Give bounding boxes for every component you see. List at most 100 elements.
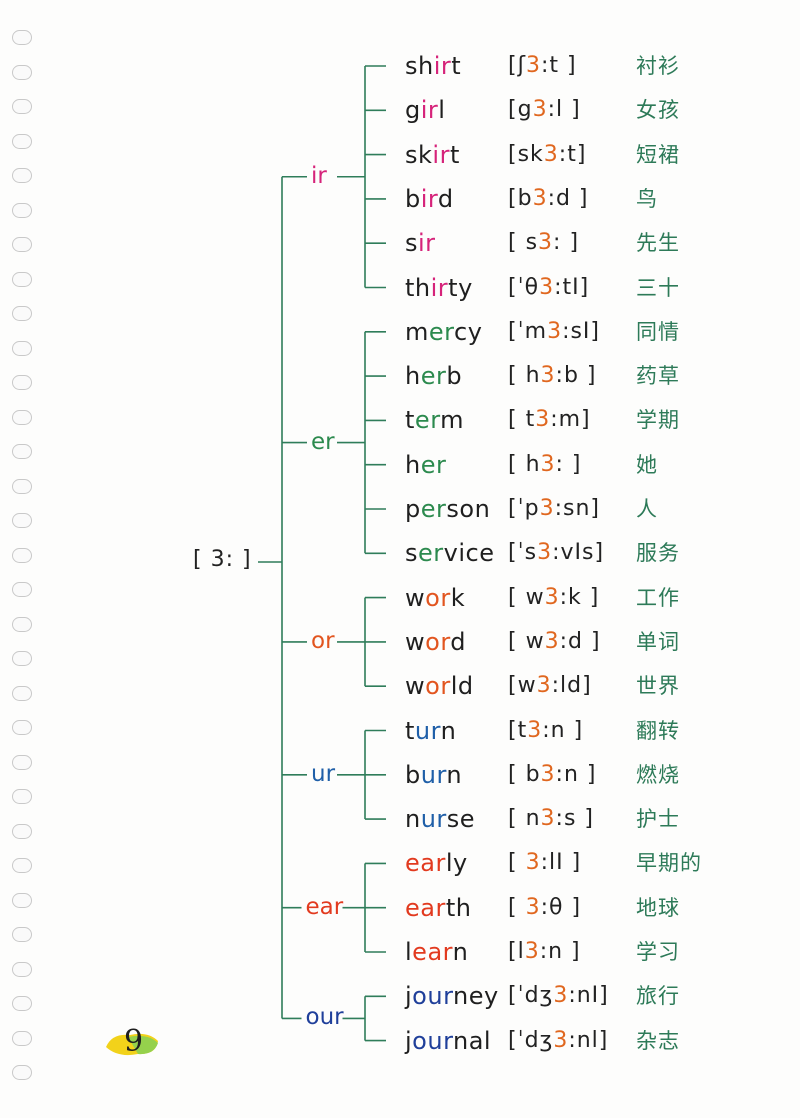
phonetic-part: :nl] <box>568 1027 609 1053</box>
phonetic-part: [ˈdʒ <box>508 983 554 1009</box>
phonetic-part: :d ] <box>547 185 589 211</box>
chinese-meaning: 旅行 <box>636 984 680 1009</box>
group-label-our: our <box>305 1004 344 1031</box>
phonetic-part: :lI ] <box>540 850 582 876</box>
word: work <box>405 583 465 613</box>
word-highlight: ur <box>414 716 441 745</box>
phonetic-part: [g <box>508 97 533 123</box>
word: journal <box>405 1026 491 1056</box>
chinese-meaning: 服务 <box>636 541 680 566</box>
phonetic-part: 3 <box>547 318 563 344</box>
spiral-hole <box>12 685 32 701</box>
phonetic-part: [ s <box>508 230 539 256</box>
word-part: m <box>440 406 465 435</box>
spiral-hole <box>12 306 32 321</box>
phonetic-part: 3 <box>527 717 543 743</box>
word-part: th <box>445 893 472 922</box>
spiral-hole <box>12 202 32 218</box>
spiral-hole <box>12 892 32 908</box>
word: journey <box>405 981 499 1011</box>
phonetic-part: :tI] <box>554 274 590 300</box>
spiral-hole <box>12 823 32 839</box>
chinese-meaning: 单词 <box>636 629 680 654</box>
chinese-meaning: 学期 <box>636 408 680 433</box>
phonetic-part: [ʃ <box>508 53 526 78</box>
group-label-er: er <box>311 428 335 455</box>
word: term <box>405 405 464 435</box>
spiral-hole <box>12 133 32 149</box>
phonetic: [ w3:d ] <box>508 627 601 657</box>
phonetic-part: 3 <box>539 274 555 300</box>
word: word <box>405 627 466 657</box>
group-label-ur: ur <box>311 760 336 787</box>
chinese-meaning: 翻转 <box>636 718 680 743</box>
word-part: ly <box>445 849 468 878</box>
phonetic-part: [ n <box>508 806 541 832</box>
phonetic-part: :s ] <box>555 806 594 832</box>
word-part: n <box>440 716 457 745</box>
chinese-meaning: 杂志 <box>636 1028 680 1053</box>
chinese-meaning: 衬衫 <box>636 54 680 78</box>
phonetic-part: 3 <box>525 850 541 876</box>
phonetic: [ˈm3:sI] <box>508 317 600 347</box>
phonetic-part: [ˈm <box>508 318 548 344</box>
word: turn <box>405 716 456 746</box>
phonetic-part: [b <box>508 185 533 211</box>
word-part: b <box>446 362 463 391</box>
phonetic-part: 3 <box>544 628 560 654</box>
spiral-hole <box>12 754 32 770</box>
phonetic-part: [ˈp <box>508 496 540 521</box>
phonetic-part: 3 <box>553 983 569 1009</box>
phonetic-part: 3 <box>553 1027 569 1053</box>
word-highlight: ir <box>433 52 452 80</box>
phonetic-part: :t ] <box>540 53 577 78</box>
word-highlight: ear <box>405 893 446 922</box>
spiral-hole <box>12 1030 32 1046</box>
word-highlight: ear <box>405 849 446 878</box>
chinese-meaning: 短裙 <box>636 142 680 167</box>
word-part: n <box>405 805 421 834</box>
phonetic-part: :ld] <box>551 673 592 699</box>
spiral-hole <box>12 99 32 114</box>
word-part: s <box>405 539 419 568</box>
phonetic-part: :t] <box>558 141 587 167</box>
phonetic-part: 3 <box>538 230 554 256</box>
word-part: sk <box>405 140 433 169</box>
chinese-meaning: 先生 <box>636 231 680 256</box>
phonetic-part: 3 <box>540 451 556 477</box>
phonetic: [ h3:b ] <box>508 361 596 391</box>
word-highlight: ir <box>432 140 450 169</box>
word-part: g <box>405 96 421 125</box>
word: early <box>405 848 468 878</box>
word-highlight: or <box>425 672 451 701</box>
spiral-hole <box>12 375 32 390</box>
word-highlight: er <box>414 406 441 435</box>
word-part: h <box>405 362 421 391</box>
phonetic-part: 3 <box>525 53 541 78</box>
spiral-hole <box>12 271 32 287</box>
word-highlight: er <box>420 495 447 523</box>
spiral-hole <box>12 789 32 804</box>
phonetic: [ n3:s ] <box>508 804 594 834</box>
phonetic-part: :n ] <box>539 939 581 964</box>
chinese-meaning: 早期的 <box>636 851 702 876</box>
word-highlight: our <box>412 982 454 1011</box>
phonetic-part: :vIs] <box>552 540 605 566</box>
phonetic-part: 3 <box>539 496 555 521</box>
phonetic: [ w3:k ] <box>508 583 599 613</box>
spiral-hole <box>12 409 32 425</box>
word-part: sh <box>405 52 434 80</box>
chinese-meaning: 学习 <box>636 940 680 964</box>
phonetic: [ b3:n ] <box>508 760 596 790</box>
root-phoneme-label: [ 3: ] <box>193 547 252 572</box>
phonetic: [t3:n ] <box>508 716 583 746</box>
word: burn <box>405 760 462 790</box>
phonetic-part: :θ ] <box>540 894 582 920</box>
phonetic: [ s3: ] <box>508 228 579 258</box>
word-part: b <box>405 760 421 789</box>
spiral-hole <box>12 927 32 942</box>
phonetic-part: :n ] <box>555 761 597 787</box>
word-highlight: ir <box>418 229 436 258</box>
word-part: n <box>446 760 463 789</box>
word: service <box>405 538 495 568</box>
